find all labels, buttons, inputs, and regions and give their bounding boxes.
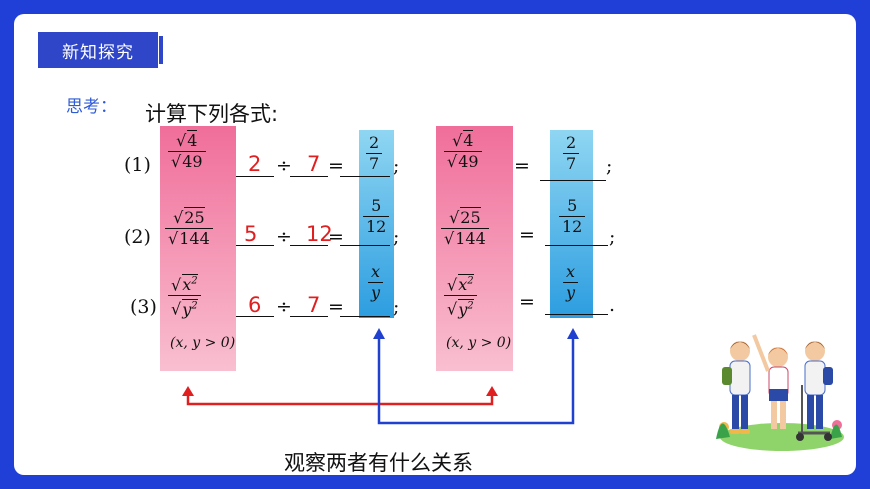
blank-result-2: [340, 245, 390, 246]
right-equals-2: =: [519, 224, 535, 246]
left-expression-1: √4√49: [168, 130, 206, 172]
result-num-1: 2: [369, 133, 380, 152]
right-result-num-3: x: [566, 262, 576, 281]
radicand-num-1: 4: [187, 130, 198, 150]
right-expression-2: √25√144: [441, 207, 489, 249]
blank-result-3: [340, 316, 390, 317]
radicand-den-3: y: [182, 299, 192, 319]
radicand-den-2: 144: [179, 228, 210, 248]
right-condition: (x, y > 0): [446, 335, 512, 351]
right-end-mark-3: .: [609, 294, 616, 316]
result-den-3: y: [371, 283, 381, 302]
end-mark-3: ;: [393, 296, 400, 318]
right-result-den-2: 12: [562, 217, 583, 236]
equals-sign-1: =: [328, 155, 344, 177]
answer-b-3: 7: [307, 293, 321, 317]
prompt-text: 计算下列各式:: [145, 102, 279, 126]
right-result-band: [550, 130, 593, 318]
divide-sign-2: ÷: [276, 226, 292, 248]
answer-b-1: 7: [307, 152, 321, 176]
right-equals-1: =: [514, 155, 530, 177]
right-result-num-1: 2: [566, 133, 577, 152]
conclusion-text: 观察两者有什么关系: [284, 451, 473, 475]
answer-b-2: 12: [306, 222, 333, 246]
right-result-den-3: y: [566, 283, 576, 302]
right-blank-2: [545, 245, 608, 246]
right-end-mark-2: ;: [609, 226, 616, 248]
result-den-1: 7: [369, 154, 380, 173]
left-expression-3: √x2√y2: [168, 272, 201, 320]
blue-arrowhead-right: [567, 328, 579, 339]
answer-a-3: 6: [248, 293, 262, 317]
end-mark-1: ;: [393, 155, 400, 177]
right-end-mark-1: ;: [606, 155, 613, 177]
blue-arrow: [377, 338, 575, 425]
blank-b-1: [290, 176, 328, 177]
left-result-band: [359, 130, 394, 318]
result-num-2: 5: [371, 196, 382, 215]
right-radicand-den-2: 144: [455, 228, 486, 248]
left-condition: (x, y > 0): [170, 335, 236, 351]
blank-a-2: [236, 245, 274, 246]
left-expression-2: √25√144: [165, 207, 213, 249]
blank-b-2: [290, 245, 328, 246]
blue-arrowhead-left: [373, 328, 385, 339]
right-radicand-den-1: 49: [458, 151, 479, 171]
slide-frame: [0, 0, 870, 14]
equals-sign-2: =: [328, 226, 344, 248]
answer-a-1: 2: [248, 152, 262, 176]
blank-a-3: [236, 316, 274, 317]
section-tag: 新知探究: [38, 32, 158, 68]
right-blank-3: [545, 314, 608, 315]
answer-a-2: 5: [244, 222, 258, 246]
left-highlight-band: [160, 126, 236, 371]
equals-sign-3: =: [328, 296, 344, 318]
radicand-num-2: 25: [184, 207, 205, 227]
section-tag-accent: [159, 36, 163, 64]
result-num-3: x: [371, 262, 381, 281]
right-expression-3: √x2√y2: [444, 272, 477, 320]
blank-result-1: [340, 176, 390, 177]
slide-canvas: 新知探究 思考： 计算下列各式:: [14, 14, 856, 475]
item-number-3: (3): [130, 296, 157, 318]
result-den-2: 12: [366, 217, 387, 236]
students-illustration: [716, 334, 844, 451]
right-expression-1: √4√49: [444, 130, 482, 172]
end-mark-2: ;: [393, 226, 400, 248]
right-radicand-den-3: y: [458, 299, 468, 319]
radicand-den-1: 49: [182, 151, 203, 171]
right-highlight-band: [436, 126, 513, 371]
divide-sign-1: ÷: [276, 155, 292, 177]
item-number-1: (1): [124, 154, 151, 176]
radicand-num-3: x: [182, 275, 192, 295]
item-number-2: (2): [124, 226, 151, 248]
right-blank-1: [540, 180, 606, 181]
right-result-num-2: 5: [567, 196, 578, 215]
blank-b-3: [290, 316, 328, 317]
right-radicand-num-3: x: [458, 275, 468, 295]
think-label: 思考：: [66, 97, 117, 117]
red-arrow: [186, 395, 494, 406]
right-radicand-num-2: 25: [460, 207, 481, 227]
red-arrowhead-right: [486, 386, 498, 396]
right-radicand-num-1: 4: [463, 130, 474, 150]
blank-a-1: [236, 176, 274, 177]
right-result-den-1: 7: [566, 154, 577, 173]
red-arrowhead-left: [182, 386, 194, 396]
divide-sign-3: ÷: [276, 296, 292, 318]
right-equals-3: =: [519, 291, 535, 313]
